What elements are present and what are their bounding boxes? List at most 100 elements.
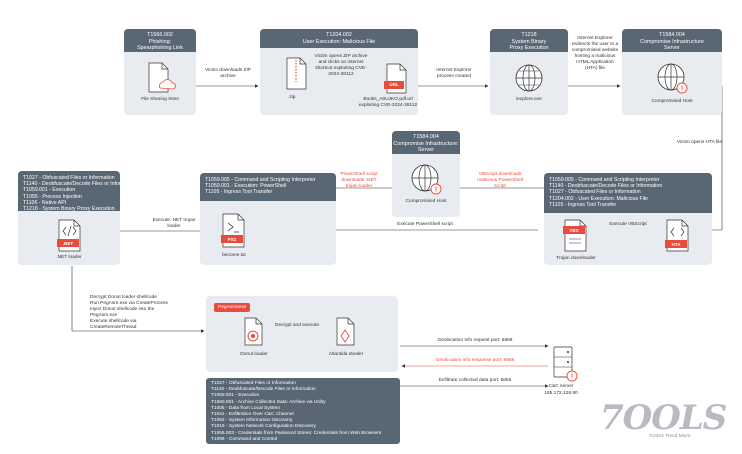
technique-item: T1140 - Deobfuscate/Decode Files or Info…: [23, 181, 137, 188]
card-header: T1204.002 User Execution: Malicious File: [260, 29, 418, 48]
technique-item: T1105 - Ingress Tool Transfer: [205, 189, 273, 196]
card-t1584-mid: T1584.004 Compromise Infrastructure: Ser…: [392, 131, 460, 217]
card-t1566: T1566.002 Phishing: Spearphishing Link F…: [124, 29, 196, 115]
card-caption: File Sharing Sites: [141, 97, 179, 102]
technique-item: T1005 - Data from Local System: [211, 405, 281, 411]
technique-name: Phishing:: [148, 38, 172, 45]
technique-item: T1140 - Deobfuscate/Decode Files or Info…: [211, 387, 316, 393]
note-execute-net: Execute .NET trojan loader: [152, 218, 196, 229]
zip-description: Victim opens ZIP archive and clicks on i…: [314, 54, 368, 77]
technique-name: Compromise Infrastructure: [640, 38, 704, 45]
technique-item: T1218 - System Binary Proxy Execution: [23, 206, 115, 213]
card-pegasm: PegAsmxexe Donut loader Decrypt and exec…: [206, 296, 398, 372]
technique-id: T1566.002: [147, 32, 173, 38]
zip-label: .zip: [288, 95, 296, 100]
technique-item: T1095 - Command and Control: [211, 436, 278, 442]
card-powershell: T1059.005 - Command and Scripting Interp…: [200, 173, 336, 265]
arrow-vbs-from-host: [452, 187, 558, 206]
note-execute-vbscript: Execute VBScript: [609, 222, 647, 227]
technique-list: T1059.005 - Command and Scripting Interp…: [200, 173, 336, 201]
note-execute-ps: Execute PowerShell script: [397, 222, 453, 227]
card-t1218: T1218 System Binary Proxy Execution iexp…: [490, 29, 568, 115]
technique-item: T1059.005 - Command and Scripting Interp…: [549, 177, 660, 183]
technique-item: T1204.002 - User Execution: Malicious Fi…: [549, 195, 648, 202]
card-caption: .NET loader: [56, 255, 82, 260]
technique-subname: Server: [664, 45, 680, 52]
card-t1584-top: T1584.004 Compromise Infrastructure Serv…: [622, 29, 722, 115]
technique-subname: Proxy Execution: [509, 45, 549, 52]
card-caption: Trojan downloader: [556, 256, 596, 261]
compromised-globe-icon: !: [411, 164, 442, 195]
technique-subname: Server: [418, 147, 434, 154]
ps1-tag: PS1: [227, 236, 237, 242]
card-header: T1584.004 Compromise Infrastructure: Ser…: [392, 131, 460, 154]
technique-list: T1059.005 - Command and Scripting Interp…: [544, 173, 712, 213]
note-exfil: Exfiltrate collected data port: 6655: [438, 378, 512, 383]
technique-id: T1584.004: [659, 32, 685, 38]
vbs-file-icon: [563, 219, 587, 252]
steps-list: Decrypt Donut loader shellcode Run PegAs…: [90, 295, 180, 331]
note-victim-opens-hta: Victim opens HTA file: [676, 140, 722, 145]
card-header: T1566.002 Phishing: Spearphishing Link: [124, 29, 196, 52]
hta-file-icon: [665, 219, 689, 252]
net-file-icon: [57, 219, 81, 252]
pegasm-badge: PegAsmxexe: [214, 303, 251, 312]
technique-id: T1218: [521, 32, 537, 38]
technique-item: T1016 - System Network Configuration Dis…: [211, 424, 317, 430]
technique-id: T1584.004: [413, 134, 439, 140]
technique-name: Compromise Infrastructure:: [393, 140, 459, 147]
hta-tag: HTA: [671, 241, 681, 247]
card-caption: Compromised Host: [405, 199, 447, 204]
step-item: Inject Donut shellcode into the PegAsm.e…: [90, 307, 155, 318]
vbs-tag: VBS: [569, 227, 579, 233]
technique-subname: Spearphishing Link: [137, 45, 183, 52]
globe-icon: [515, 64, 543, 92]
technique-item: T1106 - Native API: [23, 199, 67, 206]
ps1-file-icon: [221, 213, 245, 248]
svg-text:!: !: [571, 374, 573, 381]
note-geo-response: Geolocation info response port: 6666: [435, 358, 515, 363]
technique-item: T1105 - Ingress Tool Transfer: [549, 201, 617, 208]
technique-item: T1055 - Process Injection: [23, 193, 82, 200]
note-ie-process: Internet Explorer process created: [436, 68, 472, 79]
technique-list: T1027 - Obfuscated Files or Information …: [18, 171, 137, 213]
note-ie-redirect: Internet Explorer redirects the user to …: [571, 36, 619, 71]
note-ps-downloads: PowerShell script downloads .NET trojan …: [340, 172, 378, 189]
card-caption: become.txt: [222, 253, 246, 258]
technique-item: T1082 - System Information Discovery: [211, 418, 293, 424]
url-caption: Books_A0UJKO.pdf.url exploiting CVE-2024…: [358, 97, 418, 108]
technique-item: T1059.001 - Execution: [211, 393, 260, 399]
logo-subtitle: ©2024 Trend Micro: [649, 434, 691, 439]
card-header: T1584.004 Compromise Infrastructure Serv…: [622, 29, 722, 52]
technique-name: System Binary: [511, 38, 547, 45]
step-item: Decrypt Donut loader shellcode: [90, 295, 157, 300]
card-caption: Compromised Host: [651, 99, 693, 104]
technique-id: T1204.002: [326, 32, 352, 38]
note-vbs-downloads: VBScript downloads malicious PowerShell …: [477, 172, 523, 189]
url-tag: URL: [389, 81, 399, 87]
atlantida-stealer-label: Atlantida stealer: [328, 352, 364, 357]
compromised-globe-icon: !: [657, 63, 688, 94]
card-t1204: T1204.002 User Execution: Malicious File…: [260, 29, 418, 115]
note-geo-request: Geolocation info request port: 6666: [437, 338, 513, 343]
file-cloud-icon: [148, 62, 176, 93]
technique-item: T1041 - Exfiltration Over C&C Channel: [211, 412, 294, 418]
technique-name: User Execution: Malicious File: [302, 38, 376, 45]
technique-item: T1027 - Obfuscated Files or Information: [211, 381, 296, 386]
cc-server-ip: 185.172.128.90: [544, 391, 578, 396]
note-victim-downloads: Victim downloads ZIP archive: [204, 68, 252, 79]
technique-item: T1140 - Deobfuscate/Decode Files or Info…: [549, 183, 663, 190]
card-header: T1218 System Binary Proxy Execution: [490, 29, 568, 52]
technique-item: T1560.001 - Archive Collected Data: Arch…: [211, 399, 326, 405]
net-tag: .NET: [62, 240, 74, 246]
arrow-net-to-peg: [71, 266, 205, 333]
svg-text:!: !: [681, 86, 683, 93]
logo: 7OOLS: [600, 398, 727, 438]
donut-loader-label: Donut loader: [240, 352, 268, 357]
technique-item: T1027 - Obfuscated Files or Information: [23, 175, 115, 181]
card-vbs-hta: T1059.005 - Command and Scripting Interp…: [544, 173, 712, 265]
technique-item: T1555.003 - Credentials from Password St…: [211, 430, 382, 436]
technique-item: T1059.001 - Execution: [23, 187, 76, 194]
technique-item: T1027 - Obfuscated Files or Information: [549, 189, 641, 196]
technique-item: T1059.001 - Execution: PowerShell: [205, 183, 287, 190]
